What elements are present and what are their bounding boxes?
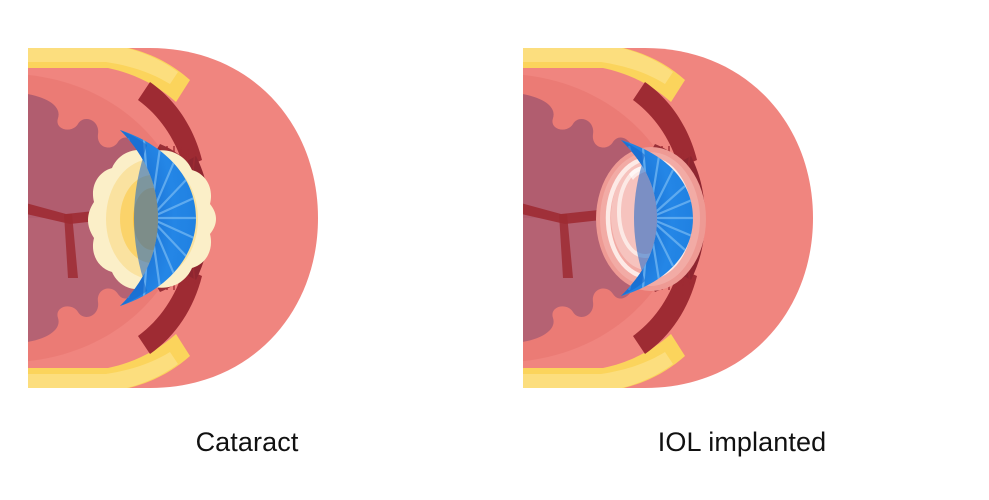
- eyeball-globe: [523, 48, 813, 388]
- conjunctiva-band-top-highlight: [28, 48, 178, 84]
- conjunctiva-band-top-highlight: [523, 48, 673, 84]
- hyaloid-canal-stem: [559, 214, 573, 278]
- eyeball-globe: [28, 48, 318, 388]
- iris: [621, 140, 693, 296]
- ciliary-body-upper: [633, 82, 697, 168]
- conjunctiva-band-bottom-highlight: [523, 352, 673, 388]
- ciliary-body-lower: [138, 268, 202, 354]
- caption-iol-implanted: IOL implanted: [657, 427, 827, 457]
- eye-diagram-cataract: [0, 28, 494, 408]
- panel-cataract: Cataract: [0, 0, 494, 500]
- panel-iol-implanted: IOL implanted: [495, 0, 989, 500]
- iris: [120, 130, 196, 306]
- caption-cataract: Cataract: [195, 427, 299, 457]
- eye-diagram-iol-implanted: [495, 28, 989, 408]
- hyaloid-canal-stem: [64, 214, 78, 278]
- iris-rim-dark: [621, 140, 657, 296]
- ciliary-body-upper: [138, 82, 202, 168]
- iris-rim-dark: [120, 130, 158, 306]
- conjunctiva-band-bottom-highlight: [28, 352, 178, 388]
- ciliary-body-lower: [633, 268, 697, 354]
